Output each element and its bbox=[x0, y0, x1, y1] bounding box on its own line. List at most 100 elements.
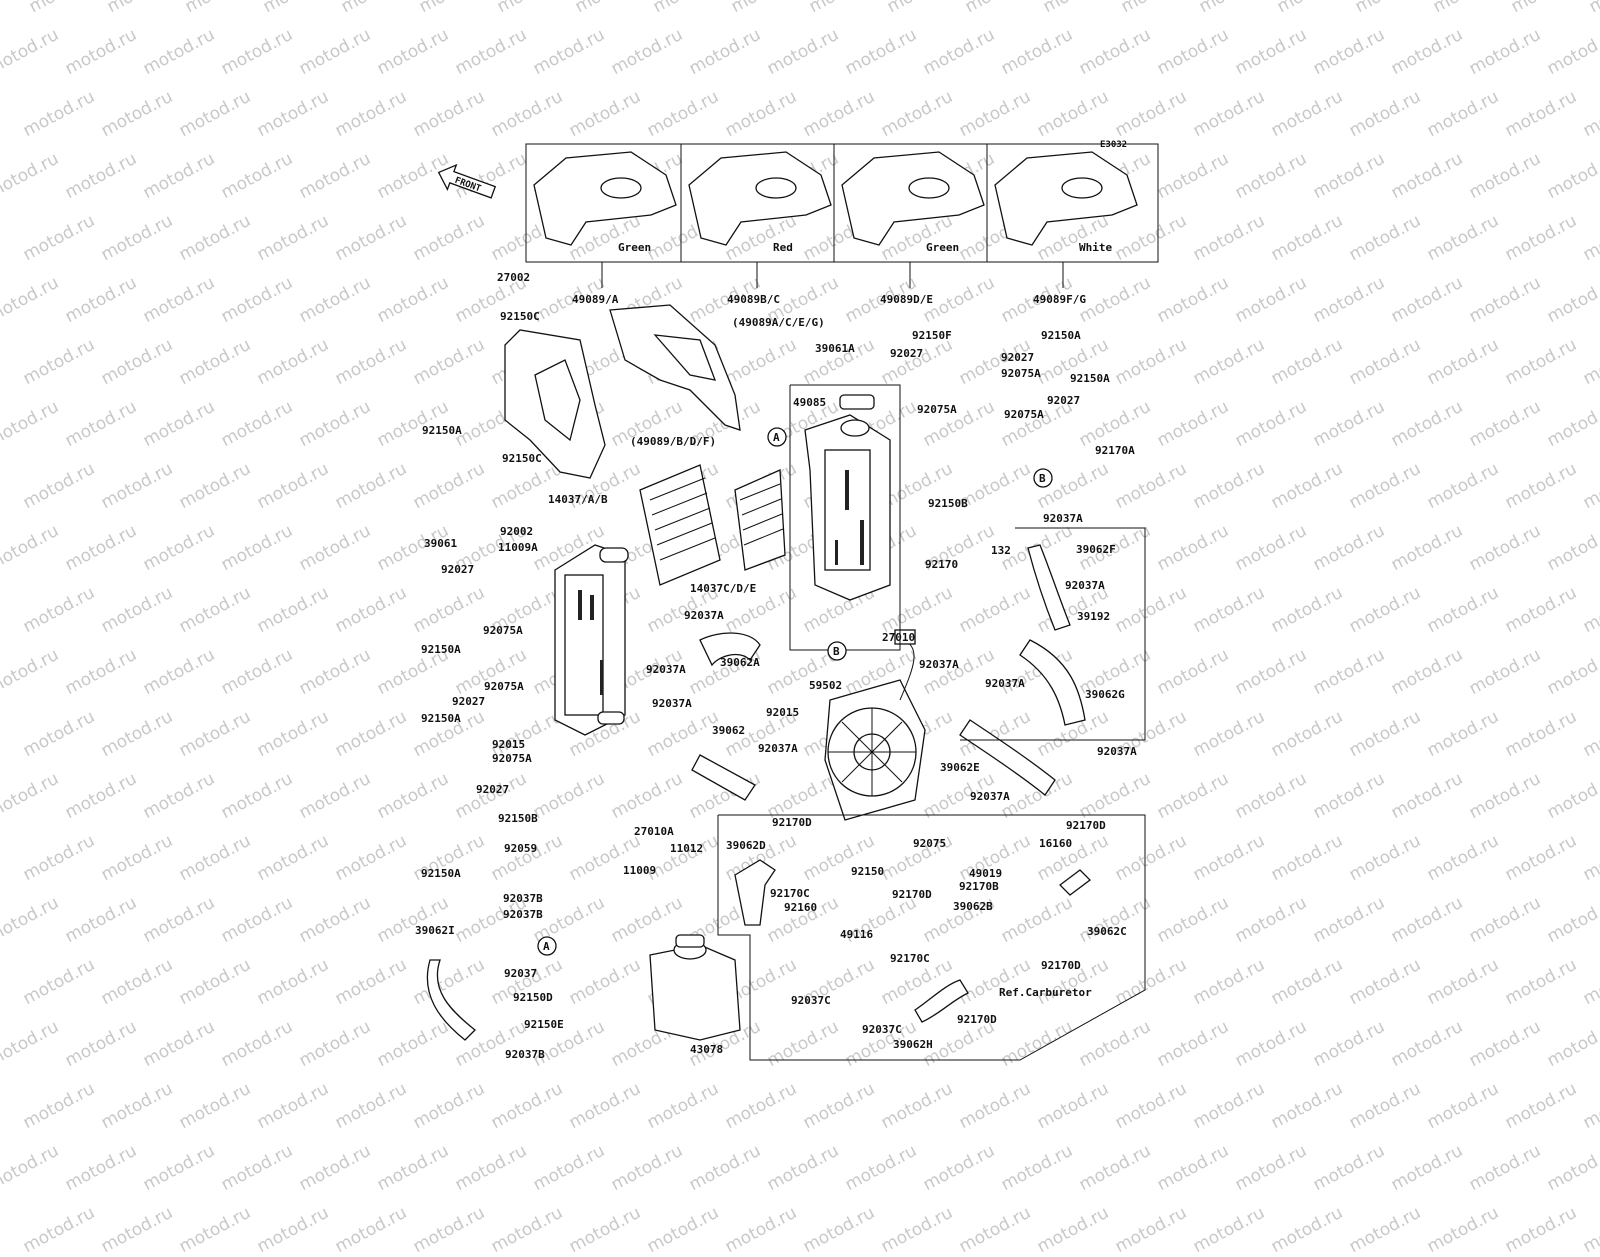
watermark-text: motod.ru bbox=[410, 1202, 489, 1257]
watermark-text: motod.ru bbox=[332, 1202, 411, 1257]
watermark-text: motod.ru bbox=[20, 1202, 99, 1257]
part-number-label: 92002 bbox=[500, 525, 533, 538]
callout-b-bottom: B bbox=[827, 641, 847, 661]
part-number-label: Ref.Carburetor bbox=[999, 986, 1092, 999]
part-number-label: 27010A bbox=[634, 825, 674, 838]
shroud-color-label: White bbox=[1079, 241, 1112, 254]
part-number-label: 92150F bbox=[912, 329, 952, 342]
part-number-label: 92150 bbox=[851, 865, 884, 878]
shroud-part-number: 49089D/E bbox=[880, 293, 933, 306]
part-number-label: 11012 bbox=[670, 842, 703, 855]
watermark-text: motod.ru bbox=[1424, 1202, 1503, 1257]
left-radiator-39061 bbox=[554, 544, 629, 736]
callout-a-label: A bbox=[773, 431, 780, 444]
watermark-text: motod.ru bbox=[98, 1202, 177, 1257]
watermark-text: motod.ru bbox=[488, 1202, 567, 1257]
part-number-label: 92150E bbox=[524, 1018, 564, 1031]
part-number-label: 92015 bbox=[492, 738, 525, 751]
reservoir-tank-43078 bbox=[649, 934, 741, 1041]
part-number-label: 92075A bbox=[492, 752, 532, 765]
part-number-label: 59502 bbox=[809, 679, 842, 692]
part-number-label: 92170D bbox=[772, 816, 812, 829]
part-number-label: 92059 bbox=[504, 842, 537, 855]
part-number-label: 39061 bbox=[424, 537, 457, 550]
left-radiator-shroud bbox=[504, 304, 741, 479]
watermark-text: motod.ru bbox=[1502, 1202, 1581, 1257]
part-number-label: 39062F bbox=[1076, 543, 1116, 556]
part-number-label: 92170D bbox=[892, 888, 932, 901]
part-number-label: 92037 bbox=[504, 967, 537, 980]
part-number-label: 27002 bbox=[497, 271, 530, 284]
callout-a-top: A bbox=[767, 427, 787, 447]
part-number-label: 92037A bbox=[652, 697, 692, 710]
part-number-label: 39061A bbox=[815, 342, 855, 355]
watermark-text: motod.ru bbox=[1190, 1202, 1269, 1257]
watermark-text: motod.ru bbox=[878, 1202, 957, 1257]
part-number-label: 39192 bbox=[1077, 610, 1110, 623]
part-number-label: 92075A bbox=[484, 680, 524, 693]
diagram-code: E3032 bbox=[1100, 140, 1127, 150]
part-number-label: 92037A bbox=[1097, 745, 1137, 758]
callout-b-label: B bbox=[833, 645, 840, 658]
shroud-part-number: 49089F/G bbox=[1033, 293, 1086, 306]
part-number-label: 92075A bbox=[1004, 408, 1044, 421]
watermark-text: motod.ru bbox=[254, 1202, 333, 1257]
watermark-text: motod.ru bbox=[1112, 1202, 1191, 1257]
part-number-label: 92160 bbox=[784, 901, 817, 914]
callout-a-label: A bbox=[543, 940, 550, 953]
part-number-label: 49116 bbox=[840, 928, 873, 941]
part-number-label: 92170D bbox=[957, 1013, 997, 1026]
shroud-color-label: Green bbox=[618, 241, 651, 254]
part-number-label: 92037A bbox=[758, 742, 798, 755]
part-number-label: 14037C/D/E bbox=[690, 582, 756, 595]
part-number-label: 92015 bbox=[766, 706, 799, 719]
watermark-text: motod.ru bbox=[644, 1202, 723, 1257]
shroud-part-number: 49089B/C bbox=[727, 293, 780, 306]
part-number-label: 92150A bbox=[1041, 329, 1081, 342]
part-number-label: 92150A bbox=[421, 643, 461, 656]
part-number-label: 92170 bbox=[925, 558, 958, 571]
part-number-label: 92037A bbox=[1043, 512, 1083, 525]
part-number-label: 92150D bbox=[513, 991, 553, 1004]
part-number-label: 49085 bbox=[793, 396, 826, 409]
coolant-hoses bbox=[426, 544, 1091, 1041]
watermark-text: motod.ru bbox=[1034, 1202, 1113, 1257]
part-number-label: 92027 bbox=[441, 563, 474, 576]
part-number-label: 92037A bbox=[1065, 579, 1105, 592]
watermark-text: motod.ru bbox=[956, 1202, 1035, 1257]
part-number-label: 92027 bbox=[890, 347, 923, 360]
part-number-label: 39062 bbox=[712, 724, 745, 737]
shroud-part-number: 49089/A bbox=[572, 293, 619, 306]
watermark-text: motod.ru bbox=[176, 1202, 255, 1257]
part-number-label: 92037A bbox=[970, 790, 1010, 803]
part-number-label: 92037A bbox=[919, 658, 959, 671]
part-number-labels: 2700292150C(49089A/C/E/G)92150A(49089/B/… bbox=[415, 271, 1137, 1061]
part-number-label: 92037A bbox=[646, 663, 686, 676]
part-number-label: 92037B bbox=[503, 892, 543, 905]
part-number-label: 49019 bbox=[969, 867, 1002, 880]
part-number-label: 92075A bbox=[917, 403, 957, 416]
watermark-text: motod.ru bbox=[566, 1202, 645, 1257]
part-number-label: 14037/A/B bbox=[548, 493, 608, 506]
callout-b-top: B bbox=[1033, 468, 1053, 488]
exploded-parts-diagram: E3032 FRONT Green49089/ARed49089B/CGreen… bbox=[415, 140, 1159, 1061]
shroud-panel-4: White 49089F/G bbox=[994, 151, 1138, 306]
part-number-label: 92075 bbox=[913, 837, 946, 850]
part-number-label: 92150B bbox=[928, 497, 968, 510]
part-number-label: 92037A bbox=[684, 609, 724, 622]
shroud-color-label: Green bbox=[926, 241, 959, 254]
right-radiator-39061A bbox=[804, 394, 891, 601]
watermark-text: motod.ru bbox=[1580, 1202, 1600, 1257]
callout-b-label: B bbox=[1039, 472, 1046, 485]
part-number-label: 92170D bbox=[1066, 819, 1106, 832]
part-number-label: 92037C bbox=[862, 1023, 902, 1036]
part-number-label: 92150A bbox=[422, 424, 462, 437]
part-number-label: 92027 bbox=[1001, 351, 1034, 364]
part-number-label: 39062I bbox=[415, 924, 455, 937]
part-number-label: 92170C bbox=[770, 887, 810, 900]
group-outlines bbox=[717, 384, 1146, 1061]
part-number-label: 92170C bbox=[890, 952, 930, 965]
part-number-label: (49089/B/D/F) bbox=[630, 435, 716, 448]
watermark-text: motod.ru bbox=[722, 1202, 801, 1257]
part-number-label: 92150B bbox=[498, 812, 538, 825]
